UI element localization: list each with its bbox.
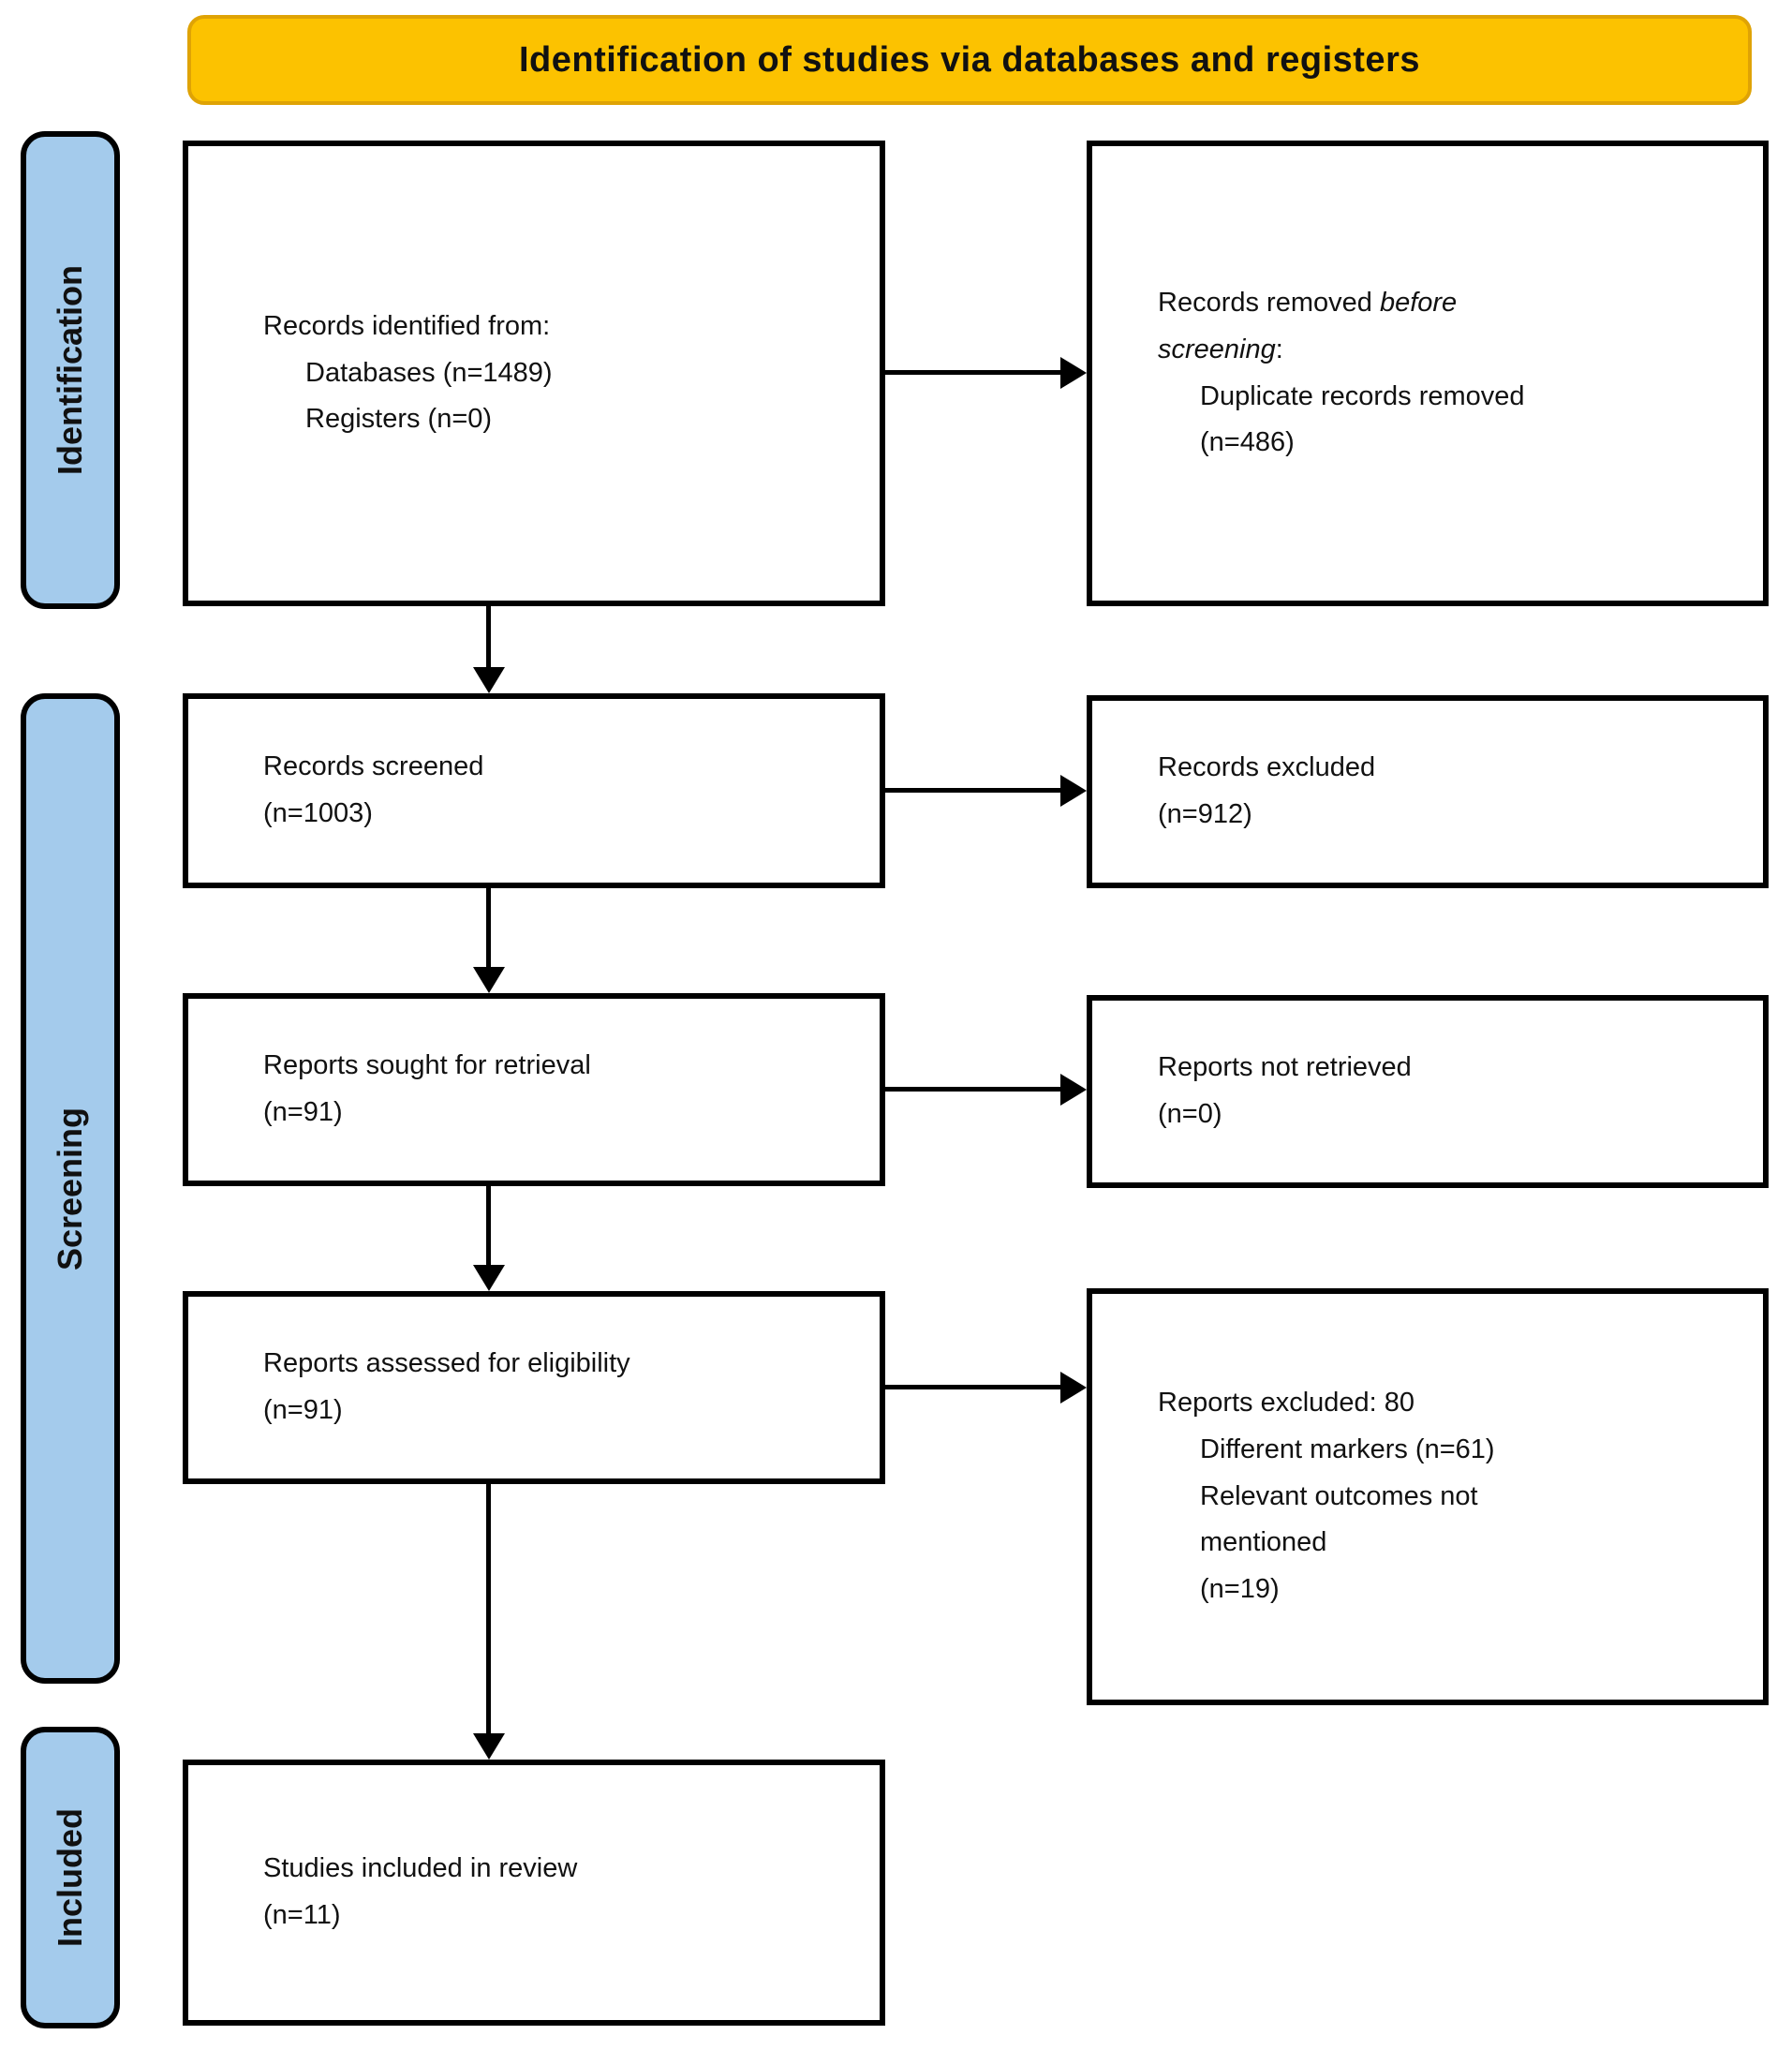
connector-assessed-to-reports-excluded — [885, 1372, 1087, 1404]
records-removed-regular: Records removed — [1158, 287, 1380, 318]
records-removed-heading-line2: screening: — [1158, 327, 1735, 374]
records-removed-italic-before: before — [1379, 287, 1458, 318]
connector-assessed-to-included — [473, 1484, 505, 1760]
box-records-identified: Records identified from: Databases (n=14… — [183, 141, 885, 606]
box-reports-excluded: Reports excluded: 80 Different markers (… — [1087, 1288, 1769, 1705]
reports-excluded-outcomes-1: Relevant outcomes not — [1200, 1480, 1478, 1511]
records-removed-duplicates-count: (n=486) — [1200, 427, 1295, 458]
reports-excluded-markers: Different markers (n=61) — [1200, 1434, 1495, 1464]
connector-identified-to-removed — [885, 357, 1087, 389]
arrow-down-icon — [473, 1733, 505, 1760]
studies-included-count: (n=11) — [263, 1900, 341, 1930]
connector-identified-to-screened — [473, 606, 505, 693]
connector-screened-to-excluded — [885, 775, 1087, 807]
box-studies-included: Studies included in review (n=11) — [183, 1760, 885, 2026]
box-records-screened: Records screened (n=1003) — [183, 693, 885, 888]
records-removed-duplicates: Duplicate records removed — [1200, 380, 1525, 411]
reports-sought-count: (n=91) — [263, 1097, 343, 1127]
records-removed-italic-screening: screening — [1158, 334, 1276, 364]
records-identified-heading: Records identified from: — [263, 310, 551, 341]
stage-included: Included — [21, 1727, 120, 2028]
reports-excluded-heading: Reports excluded: 80 — [1158, 1387, 1415, 1418]
studies-included-label: Studies included in review — [263, 1853, 578, 1884]
box-reports-sought: Reports sought for retrieval (n=91) — [183, 993, 885, 1186]
connector-sought-to-not-retrieved — [885, 1074, 1087, 1106]
connector-shaft — [486, 1484, 491, 1737]
reports-excluded-outcomes-2: mentioned — [1200, 1527, 1327, 1558]
arrow-down-icon — [473, 1265, 505, 1291]
records-identified-registers: Registers (n=0) — [305, 404, 493, 435]
records-removed-colon: : — [1275, 334, 1283, 364]
records-excluded-label: Records excluded — [1158, 752, 1376, 783]
connector-shaft — [885, 1087, 1062, 1092]
connector-shaft — [486, 606, 491, 671]
reports-excluded-outcomes-count: (n=19) — [1200, 1574, 1280, 1605]
arrow-right-icon — [1060, 1074, 1087, 1106]
arrow-right-icon — [1060, 775, 1087, 807]
connector-shaft — [486, 1186, 491, 1269]
stage-identification-label: Identification — [51, 265, 89, 475]
records-screened-label: Records screened — [263, 751, 484, 782]
box-reports-assessed: Reports assessed for eligibility (n=91) — [183, 1291, 885, 1484]
banner-identification-via-databases: Identification of studies via databases … — [187, 15, 1752, 105]
box-reports-not-retrieved: Reports not retrieved (n=0) — [1087, 995, 1769, 1188]
connector-screened-to-sought — [473, 888, 505, 993]
connector-shaft — [885, 1385, 1062, 1389]
records-excluded-count: (n=912) — [1158, 799, 1252, 829]
stage-screening: Screening — [21, 693, 120, 1684]
banner-title: Identification of studies via databases … — [519, 39, 1420, 80]
stage-included-label: Included — [51, 1807, 89, 1948]
reports-assessed-count: (n=91) — [263, 1395, 343, 1425]
connector-shaft — [885, 370, 1062, 375]
box-records-excluded: Records excluded (n=912) — [1087, 695, 1769, 888]
stage-identification: Identification — [21, 131, 120, 609]
box-records-removed: Records removed before screening: Duplic… — [1087, 141, 1769, 606]
stage-screening-label: Screening — [51, 1107, 89, 1270]
connector-shaft — [486, 888, 491, 971]
connector-shaft — [885, 788, 1062, 793]
records-removed-heading-line1: Records removed before — [1158, 280, 1735, 327]
reports-assessed-label: Reports assessed for eligibility — [263, 1348, 630, 1379]
connector-sought-to-assessed — [473, 1186, 505, 1291]
arrow-right-icon — [1060, 1372, 1087, 1404]
records-screened-count: (n=1003) — [263, 798, 373, 828]
reports-not-retrieved-label: Reports not retrieved — [1158, 1052, 1412, 1083]
arrow-down-icon — [473, 967, 505, 993]
arrow-down-icon — [473, 667, 505, 693]
arrow-right-icon — [1060, 357, 1087, 389]
reports-not-retrieved-count: (n=0) — [1158, 1099, 1222, 1129]
records-identified-databases: Databases (n=1489) — [305, 357, 553, 388]
reports-sought-label: Reports sought for retrieval — [263, 1050, 591, 1081]
